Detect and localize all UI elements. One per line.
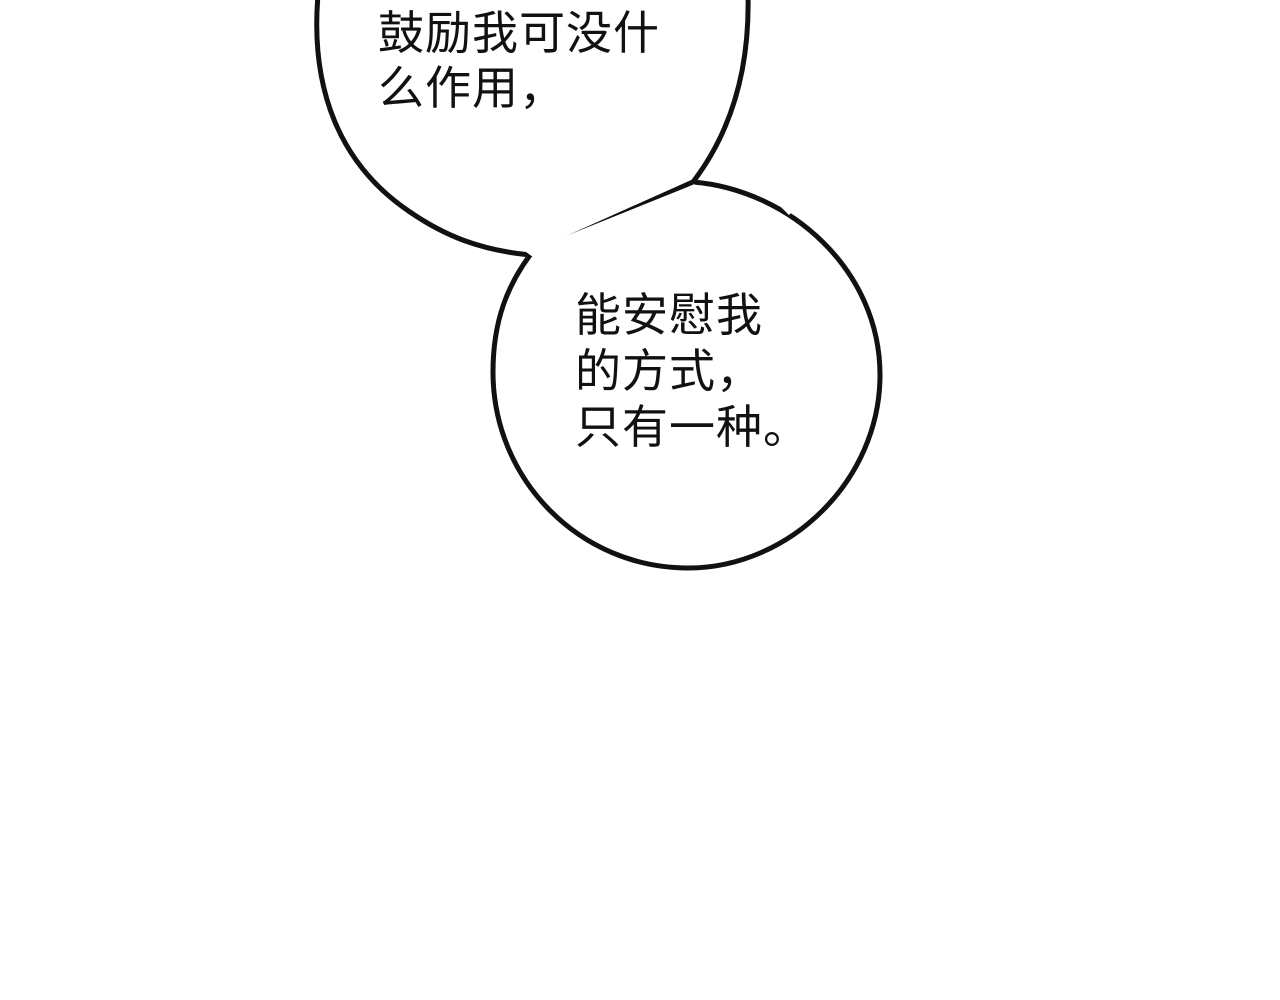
speech-bubble-top: [314, 0, 751, 258]
outline-tick: [780, 204, 792, 216]
speech-text-bottom: 能安慰我 的方式， 只有一种。: [575, 287, 810, 455]
speech-line: 鼓励我可没什: [378, 6, 660, 60]
speech-line: 只有一种。: [575, 400, 810, 454]
speech-bubble-bottom: [490, 179, 883, 571]
speech-line: 么作用，: [378, 61, 566, 115]
speech-line: 的方式，: [575, 344, 763, 398]
speech-bubble-join: [526, 184, 695, 262]
speech-text-top: 鼓励我可没什 么作用，: [378, 6, 660, 116]
speech-line: 能安慰我: [575, 288, 763, 342]
